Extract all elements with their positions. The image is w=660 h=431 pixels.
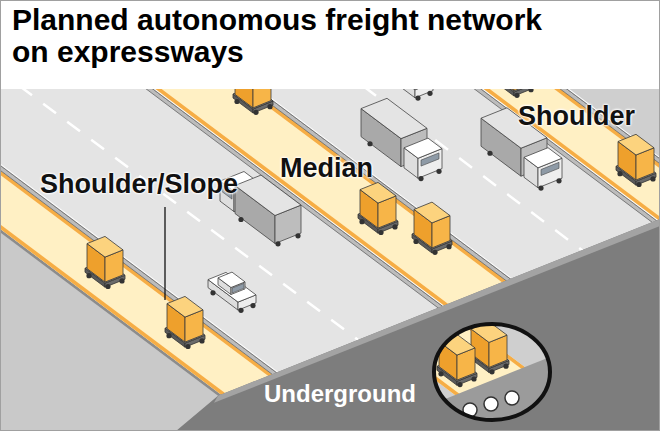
wheel [439, 333, 444, 338]
car [385, 89, 433, 101]
wheel [427, 91, 432, 96]
wheel [617, 171, 622, 176]
wheel [503, 364, 508, 369]
freight-box [407, 298, 425, 337]
wheel [86, 273, 91, 278]
wheel [489, 369, 494, 374]
wheel [438, 371, 443, 376]
wheel [238, 308, 243, 313]
freight-cart [412, 202, 452, 255]
freight-box [407, 291, 443, 312]
wheel [295, 233, 300, 238]
wheel [105, 284, 110, 289]
truck [361, 98, 442, 181]
wheel [253, 110, 258, 115]
freight-cart [616, 134, 656, 187]
band-label: Shoulder/Slope [40, 168, 238, 200]
wheel [418, 176, 423, 181]
title-text: Planned autonomous freight network on ex… [12, 4, 572, 68]
cart-base [405, 323, 425, 342]
wheel [457, 382, 462, 387]
title-ground [0, 0, 660, 89]
freight-cart [358, 182, 398, 235]
freight-box [87, 236, 123, 257]
expressway [0, 89, 660, 431]
cutaway-rim [434, 324, 550, 420]
cart-base [425, 330, 445, 342]
wheel [487, 151, 492, 156]
freight-cart [233, 89, 273, 115]
wheel [432, 250, 437, 255]
wheel [406, 328, 411, 333]
freight-box [514, 89, 532, 91]
wheel [367, 141, 372, 146]
band-label: Median [280, 152, 373, 184]
wheel [267, 104, 272, 109]
car-body [385, 89, 415, 98]
freight-cart [405, 291, 445, 344]
band-label: Shoulder [518, 100, 635, 132]
freight-box [618, 134, 654, 155]
freight-cart [165, 296, 205, 349]
wheel [471, 376, 476, 381]
freight-box [496, 89, 514, 91]
truck-window [541, 162, 559, 175]
tunnel-bed [255, 275, 660, 431]
cart-base [405, 315, 445, 338]
freight-cart [85, 236, 125, 289]
freight-box [360, 182, 396, 203]
conduit [484, 397, 498, 411]
wheel [185, 344, 190, 349]
wheel [650, 176, 655, 181]
conduit [505, 391, 519, 405]
wheel [119, 278, 124, 283]
freight-box [253, 89, 271, 108]
wheel [556, 178, 561, 183]
wheel [378, 230, 383, 235]
wheel [415, 96, 420, 101]
wheel [538, 185, 543, 190]
freight-box [235, 89, 253, 108]
wheel [359, 219, 364, 224]
freight-cart [437, 334, 477, 387]
cross-section [176, 211, 660, 431]
car-window [232, 283, 244, 293]
wheel [446, 244, 451, 249]
wheel [210, 290, 215, 295]
freight-box [414, 202, 450, 223]
wheel [436, 169, 441, 174]
wheel [392, 224, 397, 229]
shoulder-band [0, 89, 660, 431]
underground-cutaway [0, 48, 660, 431]
freight-cart [494, 89, 534, 98]
wheel [413, 239, 418, 244]
tunnel-floor [275, 48, 660, 413]
truck-cargo [361, 98, 427, 138]
freight-box [167, 296, 203, 317]
leader-line [164, 207, 165, 300]
freight-box [425, 304, 443, 336]
wheel [238, 217, 243, 222]
wheel [636, 182, 641, 187]
wheel [514, 93, 519, 98]
wheel [528, 89, 533, 92]
wheel [234, 99, 239, 104]
truck-window [421, 153, 439, 166]
wheel [425, 338, 430, 343]
wheel [199, 338, 204, 343]
tunnel-floor [0, 208, 515, 431]
car-body [385, 89, 433, 90]
lane-marking [0, 89, 592, 258]
wheel [166, 333, 171, 338]
car-body [208, 272, 256, 302]
wheel [275, 241, 280, 246]
section-label: Underground [264, 380, 416, 409]
wheel [250, 303, 255, 308]
band-edge [0, 89, 660, 431]
car [208, 272, 256, 313]
